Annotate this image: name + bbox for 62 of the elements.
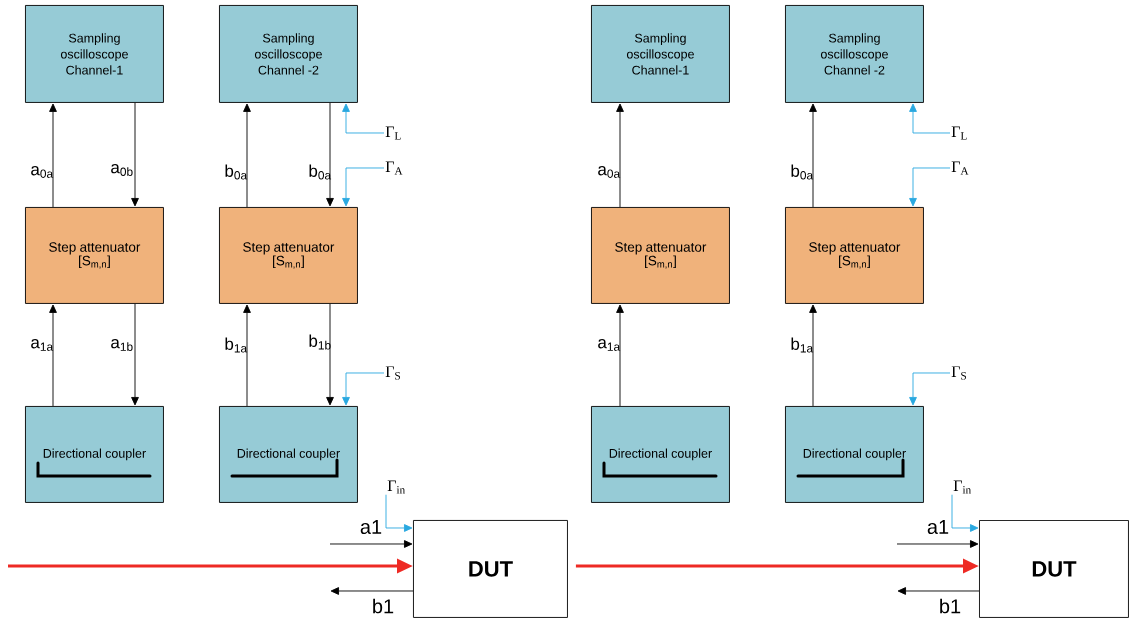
oscilloscope-box: Sampling oscilloscope Channel -2 [785,5,924,103]
arrow [326,102,334,207]
edge-label: b$_{0a}$ [309,164,332,180]
arrow [897,587,980,595]
dut-box: DUT [413,520,568,618]
arrow [951,494,979,532]
coupler-box: Directional coupler [591,406,730,503]
reflection-label: Γ$_{A}$ [385,161,403,175]
attenuator-box: Step attenuator [S$_{m,n}$] [219,207,358,304]
arrow [909,372,951,406]
arrow [243,304,251,407]
reflection-label: Γ$_{L}$ [385,126,401,140]
edge-label: b$_{1a}$ [225,337,248,353]
arrow [131,303,139,406]
edge-label: a$_{0a}$ [598,166,621,178]
reflection-label: Γ$_{S}$ [951,366,966,380]
arrow [330,587,414,595]
attenuator-box: Step attenuator [S$_{m,n}$] [785,207,924,304]
arrow [809,304,817,407]
arrow [49,103,57,208]
reflection-label: Γ$_{S}$ [385,366,400,380]
edge-label: b1 [373,598,394,614]
edge-label: b$_{1b}$ [309,334,331,350]
attenuator-box: Step attenuator [S$_{m,n}$] [25,207,164,304]
arrow [329,540,413,548]
edge-label: a$_{0b}$ [111,164,133,176]
edge-label: b1 [940,598,961,614]
dut-box: DUT [979,520,1129,618]
edge-label: a$_{1b}$ [111,339,133,351]
arrow [49,304,57,407]
arrow [342,103,385,134]
reflection-label: Γ$_{L}$ [951,126,967,140]
edge-label: a$_{1a}$ [31,339,54,351]
edge-label: b$_{0a}$ [791,164,814,180]
reflection-label: Γ$_{in}$ [953,480,971,494]
arrow [616,103,624,208]
oscilloscope-box: Sampling oscilloscope Channel -2 [219,5,358,103]
coupler-box: Directional coupler [25,406,164,503]
arrow [243,103,251,208]
arrow [385,494,413,532]
arrow [326,303,334,406]
arrow [342,167,385,207]
reflection-label: Γ$_{A}$ [951,161,969,175]
arrow [131,102,139,207]
edge-label: a$_{1a}$ [598,339,621,351]
edge-label: b$_{0a}$ [225,164,248,180]
attenuator-box: Step attenuator [S$_{m,n}$] [591,207,730,304]
arrow [616,304,624,407]
edge-label: a1 [927,520,949,534]
oscilloscope-box: Sampling oscilloscope Channel-1 [25,5,164,103]
arrow [342,372,385,406]
coupler-box: Directional coupler [785,406,924,503]
edge-label: a1 [360,520,382,534]
edge-label: a$_{0a}$ [31,166,54,178]
oscilloscope-box: Sampling oscilloscope Channel-1 [591,5,730,103]
coupler-box: Directional coupler [219,406,358,503]
arrow [909,167,951,207]
arrow [809,103,817,208]
arrow [909,103,951,134]
reflection-label: Γ$_{in}$ [387,480,405,494]
arrow [896,540,979,548]
edge-label: b$_{1a}$ [791,337,814,353]
